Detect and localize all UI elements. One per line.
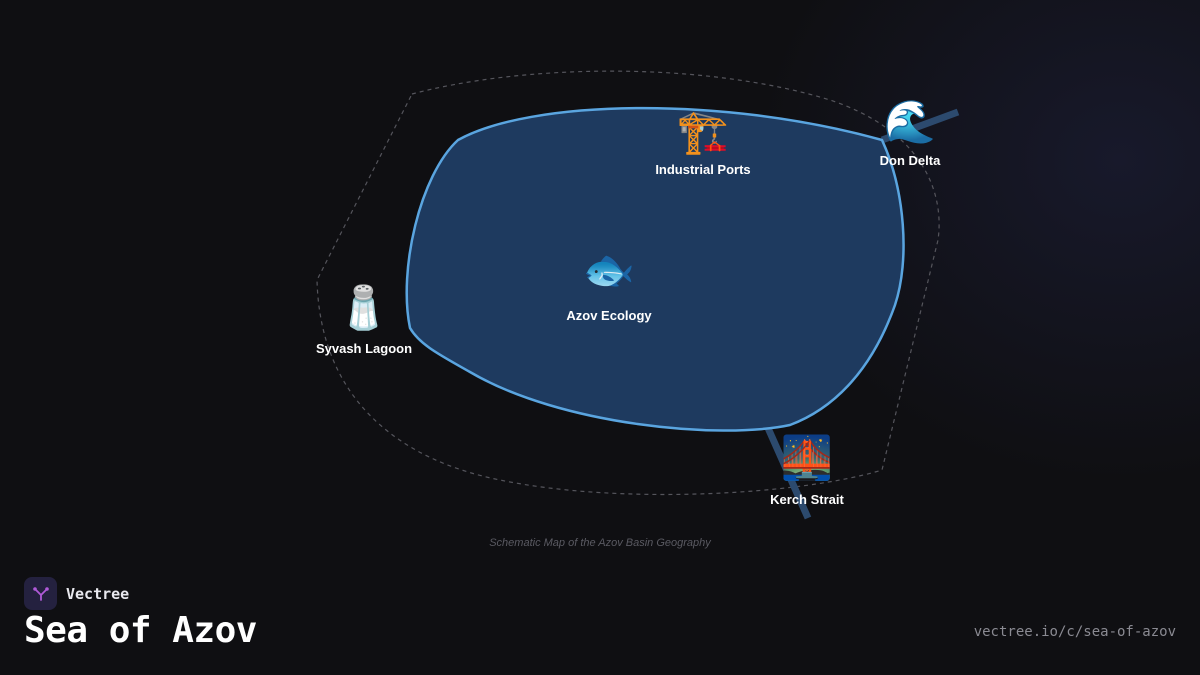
location-label: Kerch Strait xyxy=(770,492,844,507)
location-azov-ecology[interactable]: 🐟 Azov Ecology xyxy=(566,246,652,323)
sea-body xyxy=(405,106,905,432)
map-caption: Schematic Map of the Azov Basin Geograph… xyxy=(489,537,712,549)
location-kerch-strait[interactable]: 🌉 Kerch Strait xyxy=(770,433,844,507)
location-label: Industrial Ports xyxy=(655,162,750,177)
page-url[interactable]: vectree.io/c/sea-of-azov xyxy=(973,624,1176,640)
tree-branch-icon xyxy=(24,577,57,610)
location-label: Syvash Lagoon xyxy=(316,341,412,356)
brand[interactable]: Vectree xyxy=(24,577,129,610)
location-label: Don Delta xyxy=(880,153,941,168)
location-syvash-lagoon[interactable]: 🧂 Syvash Lagoon xyxy=(316,282,412,356)
water-wave-icon: 🌊 xyxy=(884,97,936,145)
location-don-delta[interactable]: 🌊 Don Delta xyxy=(880,97,941,168)
location-industrial-ports[interactable]: 🏗️ Industrial Ports xyxy=(655,108,750,177)
brand-name: Vectree xyxy=(66,584,130,603)
location-label: Azov Ecology xyxy=(566,308,652,323)
basin-boundary xyxy=(316,70,940,496)
salt-shaker-icon: 🧂 xyxy=(338,282,390,332)
page-title: Sea of Azov xyxy=(24,610,257,651)
kerch-strait-channel xyxy=(764,426,812,520)
bridge-icon: 🌉 xyxy=(781,433,833,482)
don-river-channel xyxy=(880,108,960,144)
construction-crane-icon: 🏗️ xyxy=(677,108,729,156)
fish-icon: 🐟 xyxy=(583,246,635,293)
